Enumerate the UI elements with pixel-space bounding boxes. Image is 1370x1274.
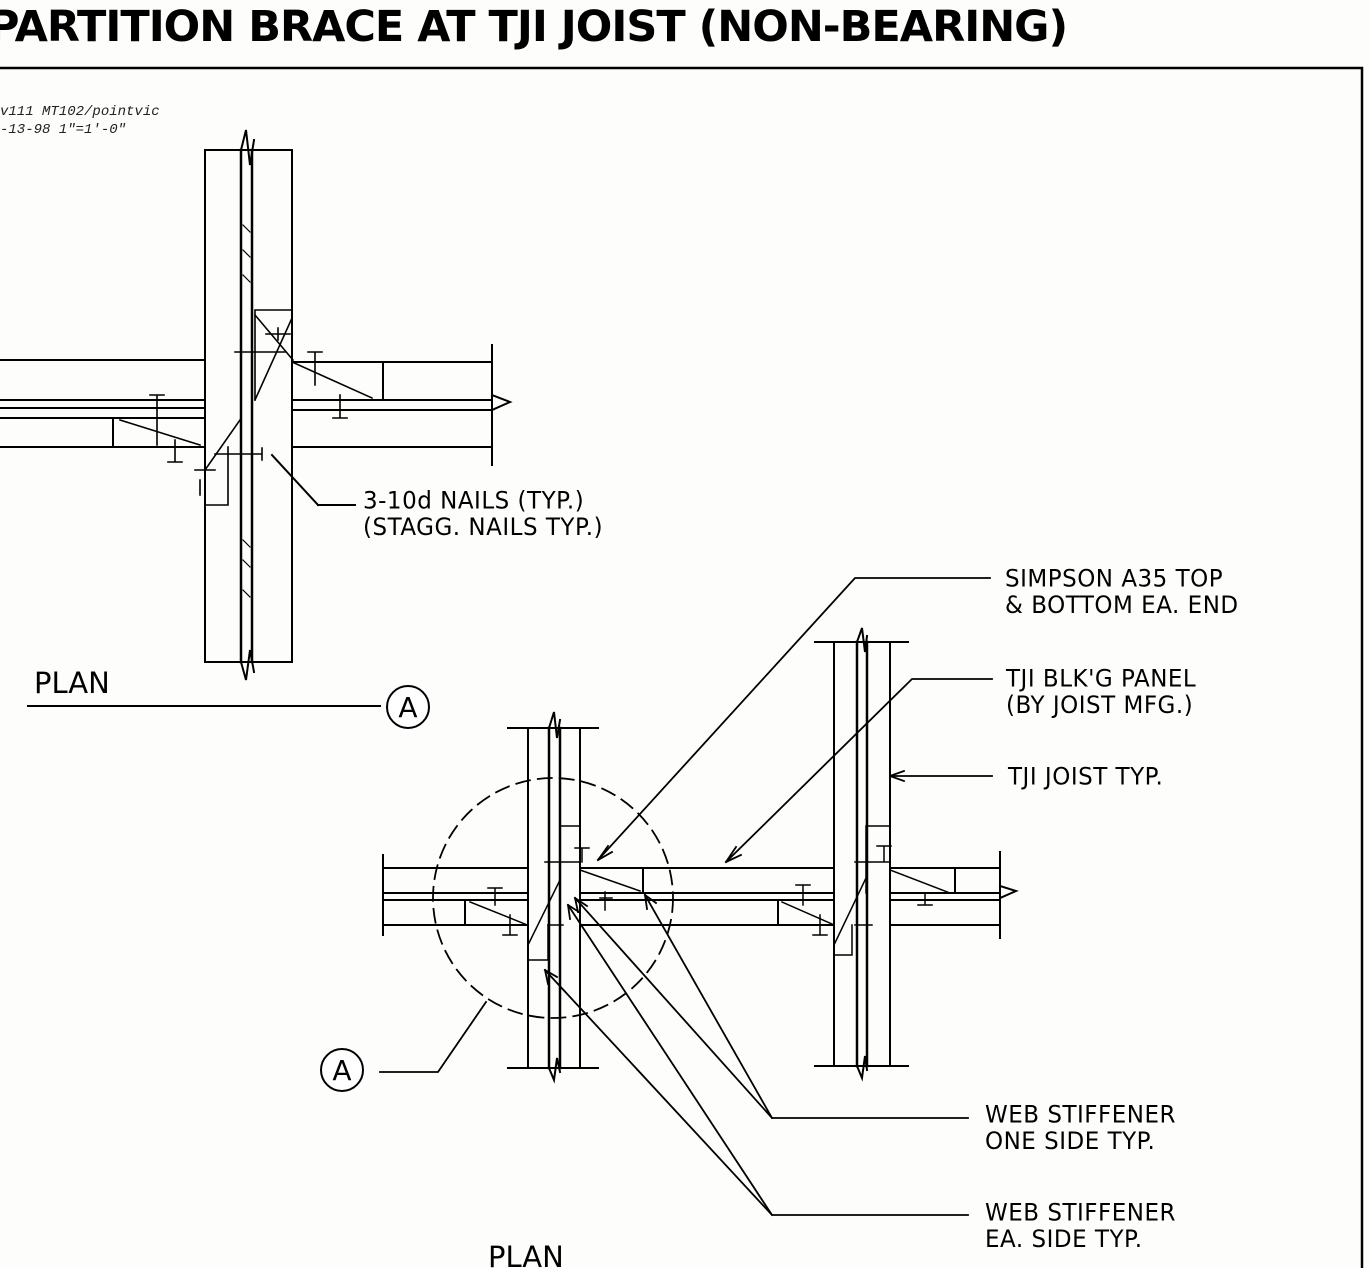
nails-callout-line1: 3-10d NAILS (TYP.)	[363, 487, 585, 515]
blkg-callout-line1: TJI BLK'G PANEL	[1006, 665, 1197, 693]
joist-callout: TJI JOIST TYP.	[1008, 763, 1164, 791]
stiffener-one-callout: WEB STIFFENER ONE SIDE TYP.	[985, 1101, 1177, 1156]
leaders	[379, 577, 993, 1217]
top-detail-joist	[204, 129, 293, 681]
stiffener-each-line2: EA. SIDE TYP.	[985, 1225, 1143, 1254]
sheet-border	[0, 66, 1364, 1268]
detail-marker-top: A	[386, 685, 430, 729]
bottom-detail-joist-right	[814, 627, 909, 1082]
simpson-callout-line2: & BOTTOM EA. END	[1005, 591, 1239, 620]
nails-callout-line2: (STAGG. NAILS TYP.)	[363, 513, 604, 542]
plan-label-top: PLAN	[34, 666, 110, 700]
top-detail-blocking	[0, 344, 513, 466]
detail-marker-bottom: A	[320, 1048, 364, 1092]
nails-callout: 3-10d NAILS (TYP.) (STAGG. NAILS TYP.)	[363, 487, 604, 542]
top-detail-clips	[118, 309, 374, 506]
file-stamp-line1: v111 MT102/pointvic	[0, 104, 160, 120]
plan-label-bottom: PLAN	[488, 1240, 564, 1274]
simpson-callout: SIMPSON A35 TOP & BOTTOM EA. END	[1005, 565, 1239, 620]
enlarged-detail-circle	[432, 777, 674, 1019]
simpson-callout-line1: SIMPSON A35 TOP	[1005, 565, 1224, 593]
bottom-detail-clips	[469, 825, 951, 961]
blkg-callout: TJI BLK'G PANEL (BY JOIST MFG.)	[1006, 665, 1197, 720]
stiffener-each-line1: WEB STIFFENER	[985, 1199, 1177, 1227]
nails-leader	[270, 453, 356, 507]
blkg-callout-line2: (BY JOIST MFG.)	[1006, 691, 1194, 720]
drawing-title: PARTITION BRACE AT TJI JOIST (NON-BEARIN…	[0, 2, 1068, 52]
stiffener-one-line1: WEB STIFFENER	[985, 1101, 1177, 1129]
file-stamp-line2: -13-98 1"=1'-0"	[0, 122, 127, 138]
bottom-detail-blocking	[382, 851, 1019, 939]
stiffener-one-line2: ONE SIDE TYP.	[985, 1127, 1156, 1156]
bottom-detail-joist-left	[507, 711, 599, 1084]
stiffener-each-callout: WEB STIFFENER EA. SIDE TYP.	[985, 1199, 1177, 1254]
